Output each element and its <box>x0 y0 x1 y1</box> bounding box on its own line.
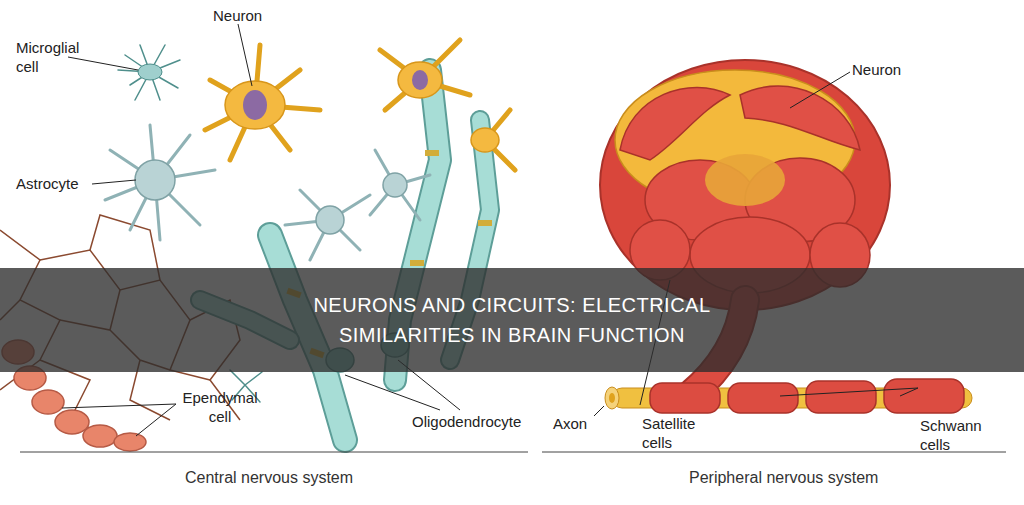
part-label: Axon <box>553 414 587 433</box>
oligodendrocyte-processes <box>200 70 490 440</box>
schwann-cells <box>650 379 964 413</box>
part-label: Satellite cells <box>642 414 712 452</box>
pns-neuron-core <box>705 154 785 206</box>
banner-title: NEURONS AND CIRCUITS: ELECTRICAL SIMILAR… <box>256 290 768 350</box>
astrocyte-processes <box>105 125 430 260</box>
panel-caption: Peripheral nervous system <box>689 468 878 487</box>
astrocyte-bodies <box>135 160 407 234</box>
caption-rule <box>20 452 528 453</box>
leader-lines <box>62 24 918 436</box>
part-label: Ependymal cell <box>178 388 262 426</box>
part-label: Neuron <box>213 6 262 25</box>
satellite-cells <box>620 86 870 293</box>
part-label: Schwann cells <box>920 416 990 454</box>
axon-cut-center <box>609 393 615 403</box>
microglia-body <box>138 64 162 80</box>
neuron-dendrites <box>205 40 515 170</box>
title-banner: NEURONS AND CIRCUITS: ELECTRICAL SIMILAR… <box>0 268 1024 372</box>
part-label: Oligodendrocyte <box>412 412 521 431</box>
panel-caption: Central nervous system <box>185 468 353 487</box>
part-label: Astrocyte <box>16 174 79 193</box>
neuron-bodies <box>225 62 499 152</box>
part-label: Neuron <box>852 60 901 79</box>
neuron-nuclei <box>243 70 428 120</box>
part-label: Microglial cell <box>16 38 96 76</box>
axon-cut-end <box>605 387 619 409</box>
